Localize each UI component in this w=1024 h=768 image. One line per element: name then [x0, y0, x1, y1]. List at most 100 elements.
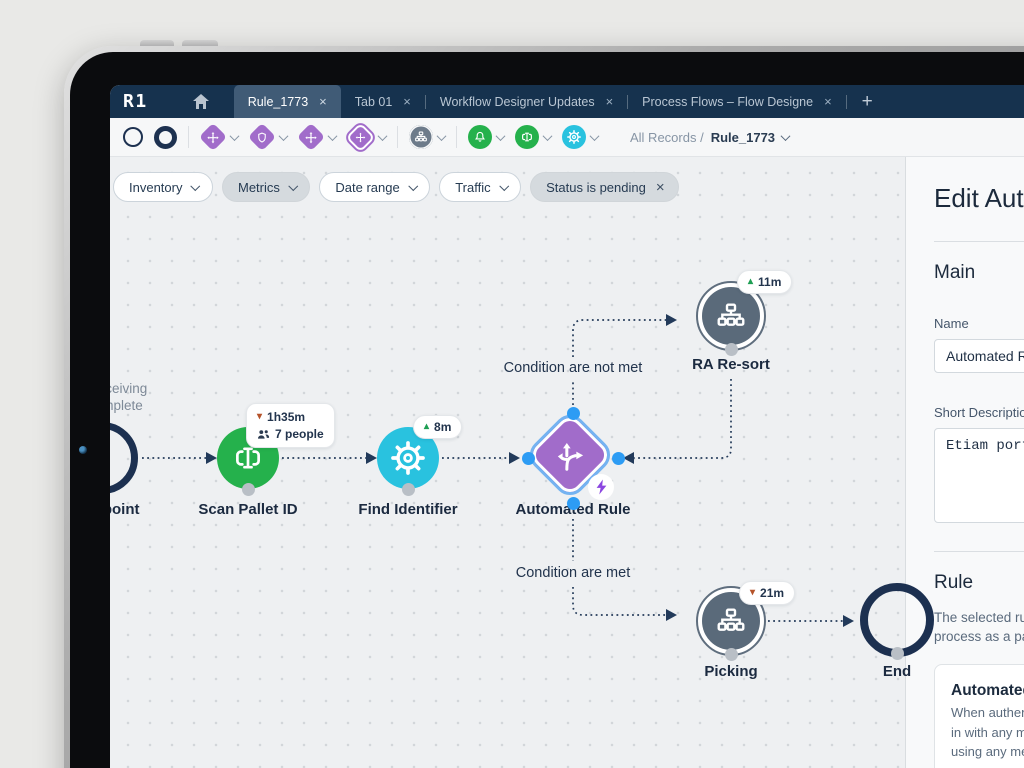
new-tab-button[interactable]: + [861, 90, 873, 112]
shield-icon [247, 122, 277, 152]
toolbar-divider [456, 126, 457, 148]
port-handle[interactable] [724, 343, 738, 356]
close-icon[interactable]: × [605, 94, 614, 109]
port-handle[interactable] [241, 483, 255, 496]
chevron-down-icon [436, 130, 447, 141]
close-icon[interactable]: × [403, 94, 411, 109]
filter-status-pending[interactable]: Status is pending × [530, 172, 679, 202]
port-handle[interactable] [521, 451, 535, 465]
rule-card-text: in with any me [951, 724, 1024, 740]
tablet-bezel: R1 Rule_1773 × Tab 01 × Workflow Design [70, 52, 1024, 768]
branch-arrows-icon [296, 122, 326, 152]
node-ra-resort[interactable] [696, 281, 766, 351]
people-value: 7 people [275, 427, 324, 441]
bell-icon [468, 125, 492, 149]
port-handle[interactable] [566, 406, 580, 420]
rule-card-automated[interactable]: Automated When authenti in with any me u… [934, 664, 1024, 768]
tab-label: Tab 01 [354, 94, 393, 109]
close-icon[interactable]: × [655, 178, 665, 196]
arrowhead [366, 452, 377, 464]
arrowhead [666, 314, 677, 326]
tab-process-flows[interactable]: Process Flows – Flow Designe × [628, 85, 846, 118]
flow-canvas[interactable]: Inventory Metrics Date range [110, 157, 934, 768]
move-node-tool[interactable] [198, 122, 240, 152]
condition-not-met-label: Condition are not met [503, 360, 643, 376]
node-label: Find Identifier [358, 501, 458, 518]
trend-up-icon: ▴ [424, 421, 430, 432]
chevron-down-icon [542, 130, 553, 141]
name-label: Name [934, 316, 969, 331]
lightning-badge [588, 474, 614, 500]
chip-label: Date range [335, 179, 400, 195]
end-node-tool[interactable] [154, 125, 177, 149]
tab-separator [627, 94, 629, 109]
chevron-down-icon [780, 130, 791, 141]
node-label: Scan Pallet ID [198, 501, 298, 518]
port-handle[interactable] [401, 483, 415, 496]
arrows-move-icon [198, 122, 228, 152]
tab-separator [424, 94, 426, 109]
chevron-down-icon [191, 180, 201, 191]
edit-panel: Edit Auto Main Name Short Description Ru… [905, 157, 1024, 768]
outlined-branch-node-tool[interactable] [347, 124, 388, 151]
home-icon[interactable] [192, 94, 209, 109]
port-handle[interactable] [611, 451, 625, 465]
duration-value: 11m [758, 275, 782, 289]
node-toolbar: All Records / Rule_1773 [110, 118, 1024, 157]
rule-card-text: using any met [951, 744, 1024, 759]
breadcrumb[interactable]: All Records / Rule_1773 [630, 118, 791, 156]
arrowhead [843, 615, 854, 627]
gear-icon [391, 441, 425, 475]
node-label: RA Re-sort [692, 356, 770, 373]
people-icon [258, 429, 270, 439]
scan-node-tool[interactable] [515, 125, 553, 149]
toolbar-divider [188, 126, 189, 148]
port-handle[interactable] [566, 496, 580, 510]
start-node-tool[interactable] [123, 127, 143, 147]
branch-node-tool[interactable] [296, 122, 338, 152]
arrowhead [509, 452, 520, 464]
chip-label: Inventory [129, 179, 183, 195]
chevron-down-icon [495, 130, 506, 141]
panel-title: Edit Auto [934, 183, 1024, 213]
name-input[interactable] [934, 339, 1024, 373]
chip-label: Metrics [237, 179, 280, 195]
node-automated-rule[interactable] [523, 408, 617, 502]
trend-up-icon: ▴ [748, 276, 754, 287]
tablet-frame: R1 Rule_1773 × Tab 01 × Workflow Design [64, 46, 1024, 768]
short-description-input[interactable] [934, 428, 1024, 523]
tab-workflow-designer-updates[interactable]: Workflow Designer Updates × [426, 85, 627, 118]
port-handle[interactable] [724, 648, 738, 661]
node-end[interactable] [860, 583, 934, 657]
edge-rule-resort-b [572, 319, 666, 357]
pallet-icon [236, 447, 260, 469]
node-label: Automated Rule [515, 501, 631, 518]
chevron-down-icon [408, 180, 418, 191]
section-rule-heading: Rule [934, 572, 974, 593]
tab-rule-1773[interactable]: Rule_1773 × [233, 85, 341, 118]
edge-resort-rule [634, 379, 732, 459]
close-icon[interactable]: × [824, 94, 832, 109]
duration-value: 8m [434, 420, 452, 434]
tab-label: Process Flows – Flow Designe [642, 94, 814, 109]
shield-node-tool[interactable] [247, 122, 289, 152]
port-handle[interactable] [890, 647, 904, 660]
filter-inventory[interactable]: Inventory [113, 172, 213, 202]
settings-node-tool[interactable] [562, 125, 600, 149]
panel-divider [934, 241, 1024, 242]
node-label: Start point [110, 501, 140, 518]
node-label: End [882, 663, 912, 680]
close-icon[interactable]: × [319, 94, 327, 109]
filter-metrics[interactable]: Metrics [221, 172, 311, 202]
tab-01[interactable]: Tab 01 × [341, 85, 425, 118]
filter-traffic[interactable]: Traffic [439, 172, 522, 202]
sitemap-node-tool[interactable] [409, 125, 447, 149]
trend-down-icon: ▾ [257, 411, 263, 422]
node-fill [702, 287, 760, 345]
chevron-down-icon [278, 130, 289, 141]
alert-node-tool[interactable] [468, 125, 506, 149]
tab-label: Workflow Designer Updates [439, 94, 595, 109]
filter-date-range[interactable]: Date range [319, 172, 431, 202]
app-screen: R1 Rule_1773 × Tab 01 × Workflow Design [110, 85, 1024, 768]
find-metrics-badge: ▴ 8m [413, 415, 463, 439]
